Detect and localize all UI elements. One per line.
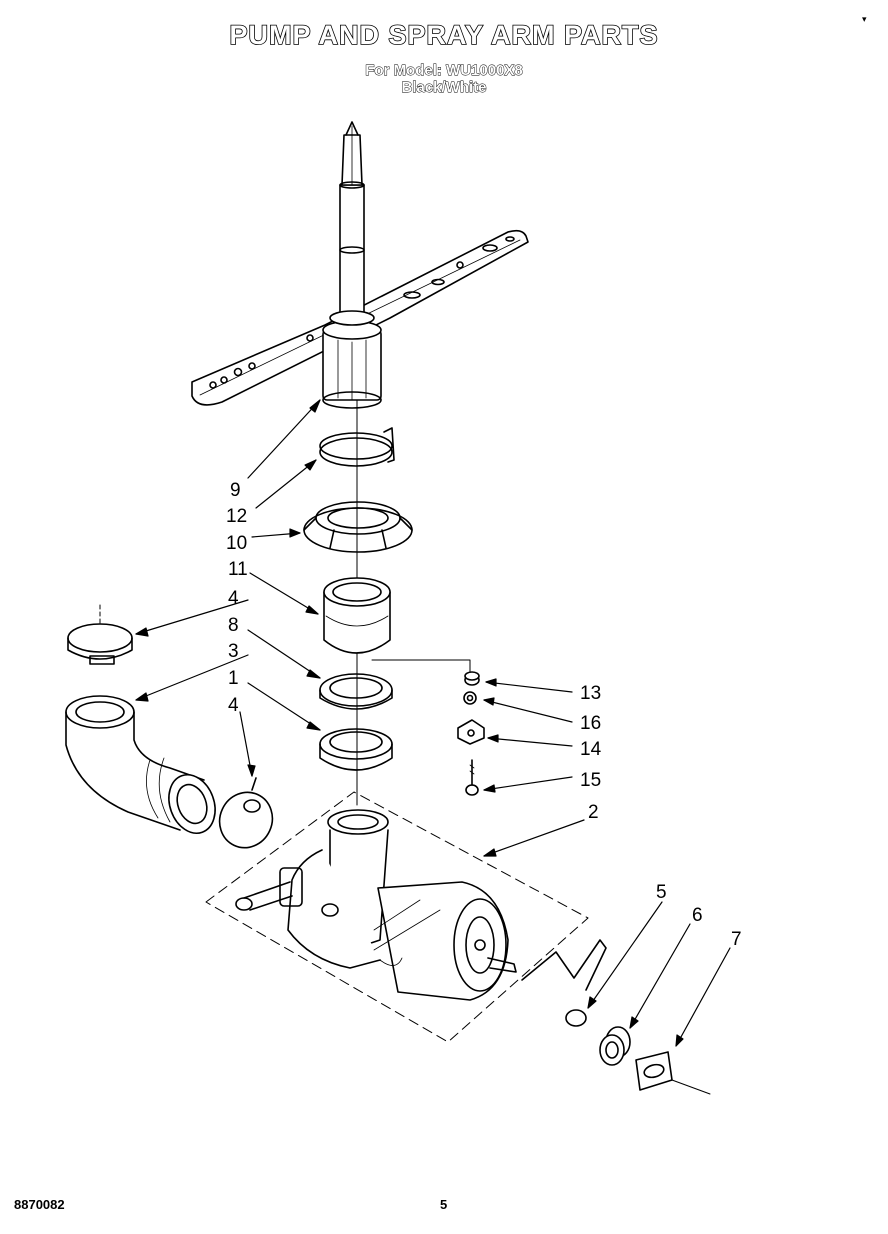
callout-4-lower: 4: [228, 695, 239, 716]
seal-collar: [303, 501, 413, 553]
leader-lines: [135, 399, 731, 1047]
callout-15: 15: [580, 770, 601, 791]
callout-4-upper: 4: [228, 588, 239, 609]
o-ring: [565, 1009, 587, 1027]
pump-cylinder: [323, 577, 391, 654]
callout-13: 13: [580, 683, 601, 704]
callout-14: 14: [580, 739, 602, 760]
callout-1: 1: [228, 668, 239, 689]
callout-12: 12: [226, 506, 247, 527]
callout-8: 8: [228, 615, 239, 636]
color-line: Black/White: [401, 79, 487, 97]
hardware-parts: [371, 659, 485, 796]
hose-clamp-lower: [218, 777, 274, 849]
model-line: For Model: WU1000X8: [365, 62, 523, 80]
gasket: [635, 1051, 711, 1095]
pump-motor-assembly: [205, 791, 607, 1043]
seal-ring-8: [319, 673, 393, 710]
footer-doc-id: 8870082: [14, 1197, 65, 1212]
drain-elbow-hose: [65, 695, 216, 834]
callout-5: 5: [656, 882, 667, 903]
callout-2: 2: [588, 802, 599, 823]
callout-3: 3: [228, 641, 239, 662]
bushing: [599, 1026, 631, 1066]
spray-arm: [191, 121, 529, 409]
callout-16: 16: [580, 713, 601, 734]
retaining-ring: [319, 427, 395, 467]
callout-7: 7: [731, 929, 742, 950]
callout-10: 10: [226, 533, 247, 554]
seal-ring-1: [319, 728, 393, 771]
footer-page-number: 5: [440, 1197, 448, 1212]
page-title: PUMP AND SPRAY ARM PARTS: [229, 19, 659, 51]
callout-9: 9: [230, 480, 241, 501]
hose-clamp-upper: [67, 604, 133, 665]
callout-6: 6: [692, 905, 703, 926]
callout-11: 11: [228, 559, 248, 580]
corner-mark-icon: ▾: [862, 14, 867, 24]
